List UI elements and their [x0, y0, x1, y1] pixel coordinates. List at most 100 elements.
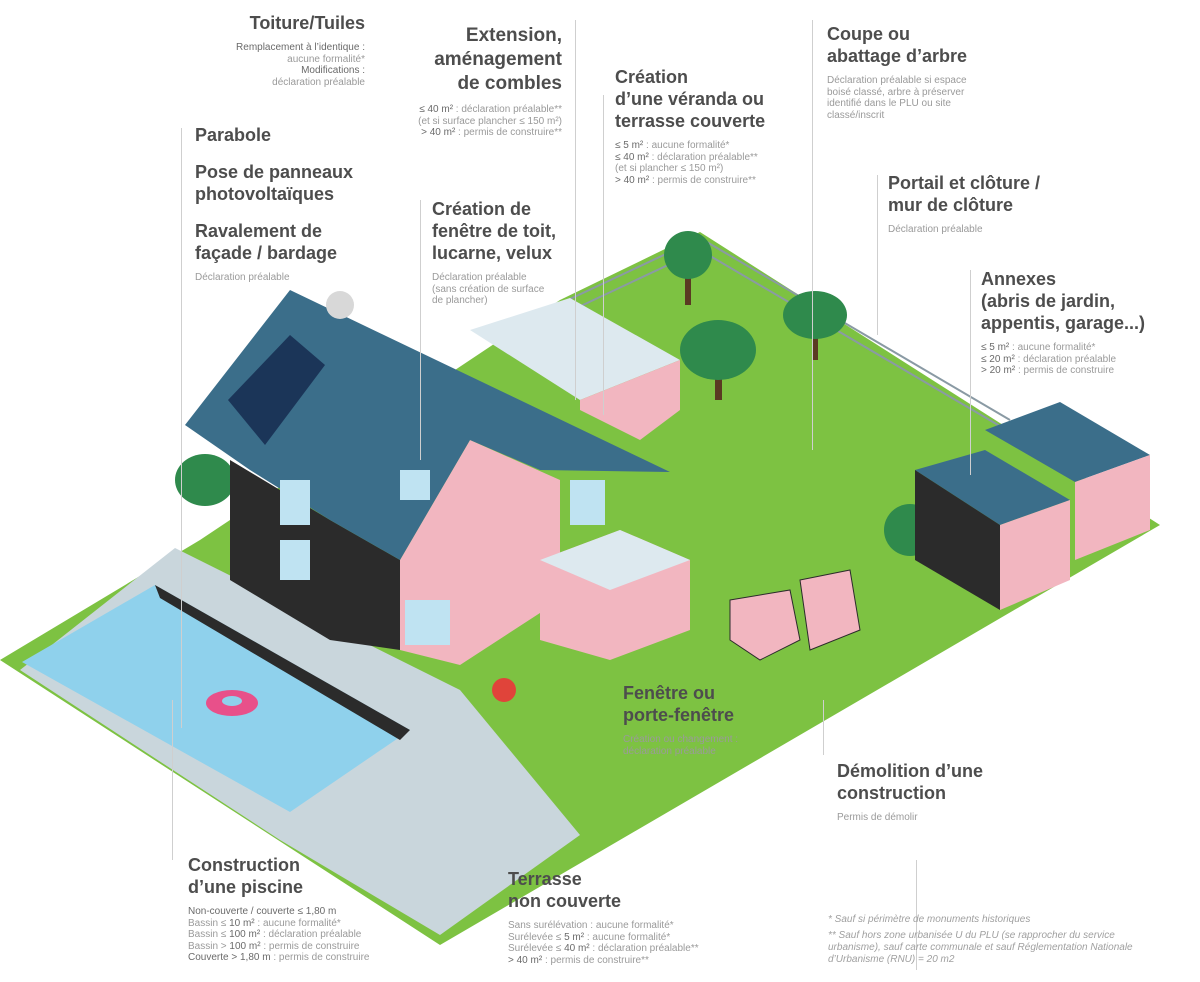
callout-title: appentis, garage...) — [981, 313, 1146, 333]
description-text: Surélevée ≤ — [508, 931, 565, 943]
callout-title: abattage d’arbre — [827, 46, 968, 66]
description-text: de plancher) — [432, 295, 488, 306]
description-text: : aucune formalité* — [254, 917, 341, 929]
leader-line — [420, 200, 421, 460]
demolition-bricks — [729, 569, 861, 661]
callout-title: de combles — [457, 73, 562, 94]
callout-title: façade / bardage — [195, 243, 338, 263]
callout-title: mur de clôture — [888, 195, 1014, 215]
solar-panels — [228, 335, 325, 445]
description-text: (sans création de surface — [432, 283, 545, 295]
description-text: : permis de construire** — [649, 174, 756, 186]
description-line: classé/inscrit — [827, 110, 967, 122]
tree — [175, 231, 936, 556]
emphasis-text: > 40 m² — [421, 127, 456, 138]
description-text: identifié dans le PLU ou site — [827, 98, 951, 109]
description-text: : permis de construire — [1015, 365, 1115, 376]
emphasis-text: ≤ 5 m² — [615, 140, 644, 151]
description-line: ≤ 40 m² : déclaration préalable** — [418, 104, 562, 116]
callout-title: fenêtre de toit, — [432, 221, 557, 241]
callout-parabole: Parabole — [195, 124, 271, 146]
description-text: : aucune formalité* — [1009, 342, 1096, 353]
description-line: Couverte > 1,80 m : permis de construire — [188, 952, 369, 964]
description-text: : permis de construire** — [455, 127, 562, 138]
description-text: Bassin ≤ — [188, 929, 230, 940]
emphasis-text: 40 m² — [564, 943, 590, 954]
leader-line — [172, 700, 173, 860]
callout-title: Ravalement de — [195, 221, 323, 241]
description-text: boisé classé, arbre à préserver — [827, 86, 965, 98]
emphasis-text: ≤ 20 m² — [981, 353, 1015, 365]
description-line: ≤ 20 m² : déclaration préalable — [981, 354, 1145, 366]
annexes-garages — [915, 402, 1150, 610]
description-line: de plancher) — [432, 295, 556, 307]
callout-title: Pose de panneaux — [195, 162, 354, 182]
footnote-1: * Sauf si périmètre de monuments histori… — [828, 914, 1031, 925]
description-text: Bassin ≤ — [188, 917, 230, 929]
description-line: Non-couverte / couverte ≤ 1,80 m — [188, 906, 369, 918]
description-text: : aucune formalité* — [584, 931, 671, 943]
description-line: (et si surface plancher ≤ 150 m²) — [418, 116, 562, 128]
emphasis-text: ≤ 40 m² — [615, 151, 649, 163]
emphasis-text: ≤ 40 m² — [419, 104, 454, 115]
emphasis-text: 100 m² — [229, 929, 261, 940]
footnote-2-line3: d’Urbanisme (RNU) = 20 m2 — [828, 954, 955, 965]
leader-line — [603, 95, 604, 415]
footnotes: * Sauf si périmètre de monuments histori… — [828, 914, 1133, 966]
emphasis-text: 5 m² — [564, 931, 585, 943]
description-line: (et si plancher ≤ 150 m²) — [615, 163, 765, 175]
callout-title: Annexes — [981, 269, 1057, 289]
description-line: Surélevée ≤ 5 m² : aucune formalité* — [508, 932, 699, 944]
description-text: déclaration préalable — [623, 745, 716, 757]
callout-description: ≤ 5 m² : aucune formalité*≤ 20 m² : décl… — [981, 342, 1145, 377]
callout-title: Toiture/Tuiles — [249, 13, 365, 33]
callout-description: Permis de démolir — [837, 812, 983, 824]
callout-title: d’une véranda ou — [615, 89, 765, 109]
description-line: Création ou changement : — [623, 734, 738, 746]
description-line: Déclaration préalable — [432, 272, 556, 284]
callout-title: d’une piscine — [188, 877, 304, 897]
description-text: : déclaration préalable — [260, 929, 362, 940]
callout-title: porte-fenêtre — [623, 705, 735, 725]
callout-title: Fenêtre ou — [623, 683, 716, 703]
description-line: Déclaration préalable — [888, 224, 1040, 236]
description-text: : déclaration préalable** — [589, 943, 699, 954]
description-line: déclaration préalable — [623, 746, 738, 758]
description-text: : déclaration préalable — [1014, 353, 1117, 365]
callout-title: (abris de jardin, — [981, 291, 1116, 311]
description-line: Sans surélévation : aucune formalité* — [508, 920, 699, 932]
callout-annexes: Annexes(abris de jardin,appentis, garage… — [981, 268, 1145, 377]
description-line: > 20 m² : permis de construire — [981, 365, 1145, 377]
emphasis-text: Non-couverte / couverte ≤ 1,80 m — [188, 906, 337, 917]
callout-title: aménagement — [434, 49, 562, 70]
description-text: Déclaration préalable — [432, 272, 527, 283]
callout-title: Extension, — [465, 25, 562, 46]
description-text: aucune formalité* — [287, 53, 365, 65]
description-line: Bassin ≤ 10 m² : aucune formalité* — [188, 918, 369, 930]
emphasis-text: ≤ 5 m² — [981, 342, 1010, 353]
emphasis-text: > 40 m² — [508, 954, 543, 966]
description-text: : permis de construire — [270, 952, 370, 963]
description-text: Déclaration préalable — [195, 272, 290, 283]
description-line: > 40 m² : permis de construire** — [508, 955, 699, 967]
callout-title: Portail et clôture / — [888, 173, 1041, 193]
description-line: ≤ 5 m² : aucune formalité* — [981, 342, 1145, 354]
description-line: Modifications : — [236, 65, 365, 77]
callout-description: Sans surélévation : aucune formalité*Sur… — [508, 920, 699, 966]
description-text: : permis de construire — [260, 940, 360, 952]
description-line: Bassin > 100 m² : permis de construire — [188, 941, 369, 953]
callout-title: Parabole — [195, 125, 272, 145]
description-line: déclaration préalable — [236, 77, 365, 89]
description-line: ≤ 5 m² : aucune formalité* — [615, 140, 765, 152]
